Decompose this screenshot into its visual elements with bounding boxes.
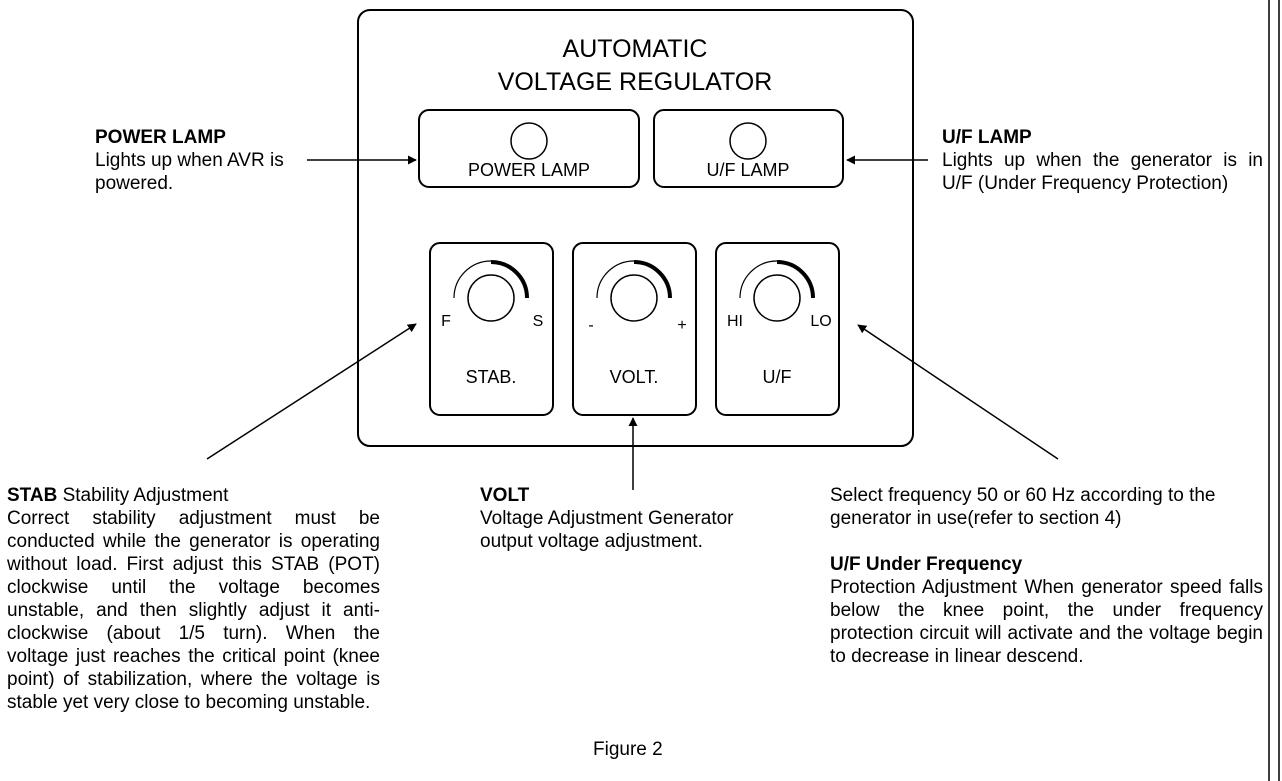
volt-label: VOLT. bbox=[610, 367, 659, 387]
uf-annotation: Select frequency 50 or 60 Hz according t… bbox=[830, 484, 1263, 668]
uf-lamp-indicator bbox=[729, 122, 767, 160]
stab-knob[interactable] bbox=[467, 274, 515, 322]
stab-description: Correct stability adjustment must be con… bbox=[7, 508, 380, 713]
stab-heading-line: STAB Stability Adjustment bbox=[7, 484, 380, 507]
power-lamp-label: POWER LAMP bbox=[468, 160, 590, 180]
power-lamp-annotation: POWER LAMP Lights up when AVR is powered… bbox=[95, 126, 300, 195]
stab-right-mark: S bbox=[533, 313, 544, 330]
avr-panel bbox=[357, 9, 914, 447]
stab-arrow bbox=[206, 323, 417, 460]
panel-title-line1: AUTOMATIC bbox=[563, 35, 708, 63]
power-lamp-description: Lights up when AVR is powered. bbox=[95, 150, 284, 194]
power-lamp-heading: POWER LAMP bbox=[95, 127, 226, 148]
stab-left-mark: F bbox=[441, 313, 451, 330]
stab-scale-gradient bbox=[490, 260, 529, 299]
volt-right-mark: + bbox=[677, 317, 686, 334]
uf-lamp-box: U/F LAMP bbox=[653, 109, 844, 188]
uf-scale-gradient bbox=[776, 260, 815, 299]
uf-left-mark: HI bbox=[727, 313, 743, 330]
volt-knob[interactable] bbox=[610, 274, 658, 322]
power-lamp-indicator bbox=[510, 122, 548, 160]
stab-label: STAB. bbox=[466, 367, 517, 387]
uf-description: Protection Adjustment When generator spe… bbox=[830, 577, 1263, 667]
uf-label: U/F bbox=[763, 367, 792, 387]
volt-heading: VOLT bbox=[480, 485, 530, 506]
stab-knob-box: F S STAB. bbox=[429, 242, 554, 416]
volt-left-mark: - bbox=[588, 317, 593, 334]
uf-knob[interactable] bbox=[753, 274, 801, 322]
uf-arrow bbox=[857, 324, 1059, 460]
uf-lamp-description: Lights up when the generator is in U/F (… bbox=[942, 150, 1263, 194]
volt-scale-gradient bbox=[633, 260, 672, 299]
stab-annotation: STAB Stability Adjustment Correct stabil… bbox=[7, 484, 380, 714]
uf-right-mark: LO bbox=[810, 313, 831, 330]
panel-title-line2: VOLTAGE REGULATOR bbox=[498, 68, 773, 96]
stab-heading: STAB bbox=[7, 485, 58, 506]
volt-knob-box: - + VOLT. bbox=[572, 242, 697, 416]
uf-heading: U/F Under Frequency bbox=[830, 554, 1023, 575]
stab-heading-rest: Stability Adjustment bbox=[57, 485, 229, 506]
volt-description: Voltage Adjustment Generator output volt… bbox=[480, 508, 734, 552]
uf-lamp-label: U/F LAMP bbox=[706, 160, 789, 180]
uf-lamp-annotation: U/F LAMP Lights up when the generator is… bbox=[942, 126, 1263, 195]
volt-annotation: VOLT Voltage Adjustment Generator output… bbox=[480, 484, 750, 553]
uf-knob-box: HI LO U/F bbox=[715, 242, 840, 416]
power-lamp-box: POWER LAMP bbox=[418, 109, 640, 188]
figure-caption: Figure 2 bbox=[593, 739, 663, 760]
uf-intro: Select frequency 50 or 60 Hz according t… bbox=[830, 485, 1216, 529]
uf-lamp-heading: U/F LAMP bbox=[942, 127, 1032, 148]
